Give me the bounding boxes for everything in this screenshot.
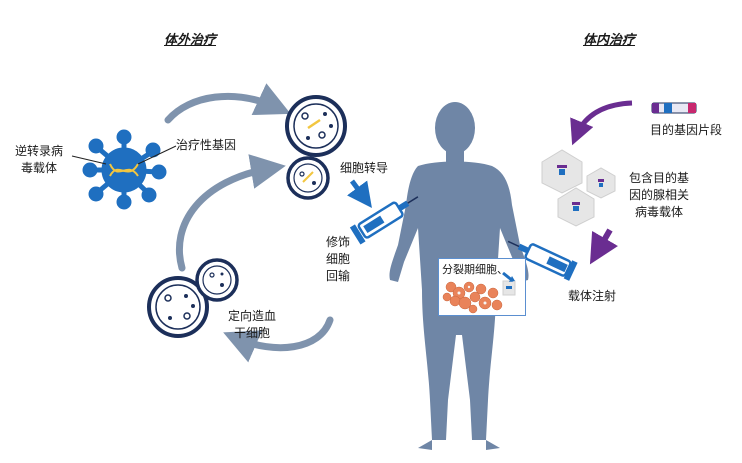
retroviral-vector-label-line1: 逆转录病	[14, 144, 63, 158]
dividing-cells-inset: 分裂期细胞、	[438, 258, 526, 316]
arrow-vector-to-dish	[164, 83, 291, 124]
transduction-arrow	[347, 179, 372, 209]
aav-vector-label-line2: 因的腺相关	[628, 188, 689, 202]
cell-cluster	[442, 271, 516, 314]
stem-cells-label: 定向造血 干细胞	[222, 308, 282, 342]
stem-cells-label-line1: 定向造血	[227, 309, 276, 323]
purple-arrow-fragment-to-aav	[570, 100, 633, 146]
stem-cells-label-line2: 干细胞	[233, 326, 270, 340]
retroviral-vector-label-line2: 毒载体	[20, 161, 57, 175]
retroviral-vector-label: 逆转录病 毒载体	[8, 143, 70, 177]
retroviral-vector-icon	[82, 129, 167, 210]
aav-particle	[557, 187, 595, 227]
gene-label-leader	[137, 145, 177, 165]
syringe-left	[349, 196, 419, 245]
vector-injection-label: 载体注射	[568, 289, 617, 303]
aav-vector-label-line3: 病毒载体	[634, 205, 683, 219]
reinfusion-label-line2: 细胞	[326, 252, 351, 266]
aav-vector-label-line1: 包含目的基	[628, 171, 689, 185]
ex-vivo-cycle-arrows	[164, 83, 334, 363]
reinfusion-label-line1: 修饰	[326, 235, 351, 249]
therapeutic-gene-label: 治疗性基因	[176, 138, 237, 152]
gene-fragment-label: 目的基因片段	[650, 123, 723, 137]
aav-vector-label: 包含目的基 因的腺相关 病毒载体	[624, 170, 694, 221]
dividing-cells-label: 分裂期细胞、	[442, 263, 508, 276]
arrow-stemcells-to-dish	[175, 154, 286, 272]
gene-fragment-icon	[651, 102, 697, 114]
petri-dish-small-top	[286, 156, 330, 200]
syringe-right	[507, 240, 578, 281]
vector-label-leader	[71, 155, 107, 165]
reinfusion-label: 修饰 细胞 回输	[326, 234, 350, 285]
in-vivo-heading: 体内治疗	[583, 33, 636, 48]
aav-particles	[541, 149, 616, 227]
aav-particle	[541, 149, 583, 194]
reinfusion-label-line3: 回输	[326, 269, 351, 283]
cell-transduction-label: 细胞转导	[340, 161, 389, 175]
aav-particle	[586, 167, 616, 199]
petri-dish-large-top	[285, 95, 347, 157]
ex-vivo-heading: 体外治疗	[164, 33, 217, 48]
petri-dish-small-bottom	[195, 258, 239, 302]
purple-arrow-aav-to-syringe	[589, 228, 619, 265]
petri-dish-large-bottom	[147, 276, 209, 338]
arrow-return-to-stemcells	[223, 316, 334, 363]
